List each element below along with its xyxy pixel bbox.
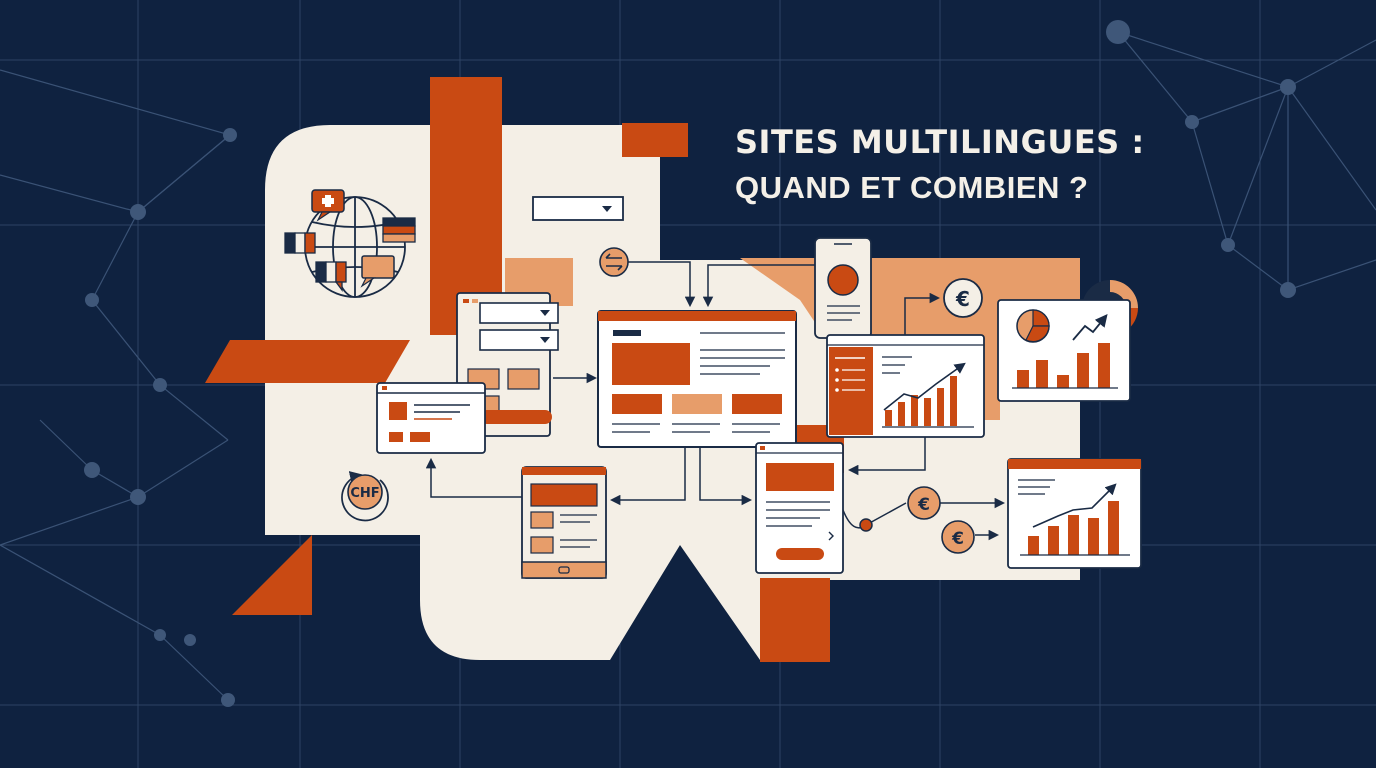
flag-icon-right	[382, 217, 416, 243]
accent-shapes	[205, 77, 844, 662]
chf-label: CHF	[350, 486, 379, 501]
product-window	[755, 442, 844, 574]
swap-arrows-icon	[599, 247, 629, 277]
growth-chart-window	[1007, 458, 1142, 569]
swiss-cross-icon	[322, 195, 334, 207]
network-nodes-right	[1106, 20, 1296, 298]
euro-coin-icon-3: €	[941, 520, 975, 554]
network-nodes-left	[84, 128, 237, 707]
euro-symbol: €	[955, 287, 970, 311]
dropdown-icon	[532, 196, 624, 221]
dashboard-window	[826, 334, 985, 438]
content-window-small	[376, 382, 486, 454]
euro-coin-icon-2: €	[907, 486, 941, 520]
chf-coin-icon: CHF	[341, 471, 389, 522]
analytics-window	[997, 299, 1131, 402]
swiss-flag-bubble	[311, 189, 345, 222]
page-title: SITES MULTILINGUES :	[735, 123, 1145, 161]
main-browser-window	[597, 310, 797, 448]
euro-coin-icon: €	[943, 278, 983, 318]
euro-symbol: €	[951, 529, 964, 549]
flag-icon-bottom	[315, 261, 347, 292]
speech-bubble-icon	[360, 255, 395, 288]
flag-icon-left	[284, 232, 316, 254]
tablet-icon	[521, 466, 607, 579]
smartphone-icon	[814, 237, 872, 339]
page-subtitle: QUAND ET COMBIEN ?	[735, 170, 1089, 205]
network-lines-right	[1117, 31, 1376, 291]
euro-symbol: €	[917, 495, 930, 515]
network-node-icon	[859, 518, 873, 532]
trend-arrow-icon	[1072, 314, 1108, 341]
